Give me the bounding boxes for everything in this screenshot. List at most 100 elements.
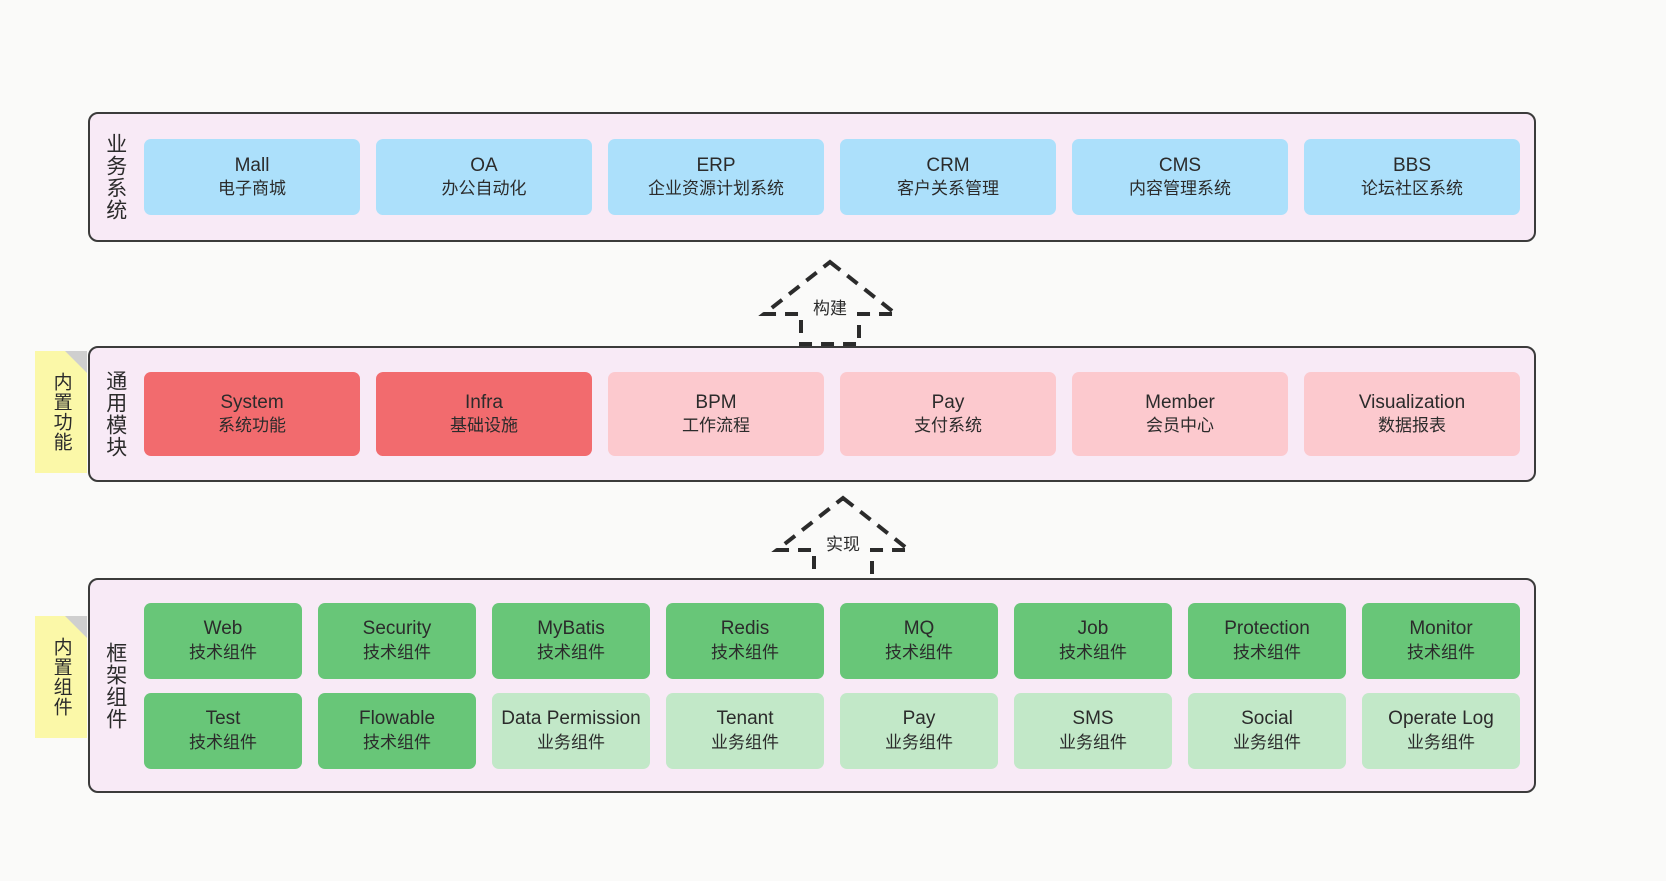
card-social-desc: 业务组件: [1233, 732, 1301, 752]
card-bpm[interactable]: BPM 工作流程: [608, 372, 824, 456]
arrow-build: 构建: [755, 256, 905, 348]
card-test-name: Test: [205, 708, 241, 730]
card-operate-log-desc: 业务组件: [1407, 732, 1475, 752]
card-web-desc: 技术组件: [189, 642, 257, 662]
card-flowable-desc: 技术组件: [363, 732, 431, 752]
card-erp-name: ERP: [696, 154, 736, 176]
card-test[interactable]: Test 技术组件: [144, 692, 302, 769]
card-job-name: Job: [1077, 618, 1109, 640]
layer-business-systems: 业务系统 Mall 电子商城 OA 办公自动化 ERP 企业资源计划系统 CRM…: [88, 112, 1536, 242]
card-operate-log-name: Operate Log: [1388, 708, 1494, 730]
card-oa-name: OA: [470, 154, 498, 176]
card-infra-desc: 基础设施: [450, 416, 518, 436]
card-bbs-desc: 论坛社区系统: [1361, 179, 1463, 199]
card-visualization[interactable]: Visualization 数据报表: [1304, 372, 1520, 456]
card-redis[interactable]: Redis 技术组件: [666, 602, 824, 679]
layer-framework-components: 框架组件 Web 技术组件 Security 技术组件 MyBatis 技术组件…: [88, 578, 1536, 793]
card-protection-desc: 技术组件: [1233, 642, 1301, 662]
card-security-desc: 技术组件: [363, 642, 431, 662]
card-web-name: Web: [203, 618, 243, 640]
card-cms[interactable]: CMS 内容管理系统: [1072, 139, 1288, 215]
card-job-desc: 技术组件: [1059, 642, 1127, 662]
card-mall[interactable]: Mall 电子商城: [144, 139, 360, 215]
card-mybatis-desc: 技术组件: [537, 642, 605, 662]
card-infra-name: Infra: [464, 391, 504, 413]
card-tenant-name: Tenant: [716, 708, 774, 730]
card-visualization-name: Visualization: [1358, 391, 1466, 413]
sticky-note-builtin-components: 内置组件: [35, 616, 87, 738]
layer-business-systems-title: 业务系统: [103, 133, 127, 221]
card-flowable-name: Flowable: [358, 708, 436, 730]
card-monitor[interactable]: Monitor 技术组件: [1362, 602, 1520, 679]
sticky-fold-corner-icon: [65, 616, 87, 638]
card-redis-name: Redis: [720, 618, 770, 640]
sticky-note-builtin-components-label: 内置组件: [50, 637, 72, 717]
business-systems-row: Mall 电子商城 OA 办公自动化 ERP 企业资源计划系统 CRM 客户关系…: [144, 139, 1520, 215]
card-monitor-desc: 技术组件: [1407, 642, 1475, 662]
card-pay-component[interactable]: Pay 业务组件: [840, 692, 998, 769]
arrow-implement: 实现: [768, 492, 918, 584]
card-infra[interactable]: Infra 基础设施: [376, 372, 592, 456]
layer-framework-components-body: Web 技术组件 Security 技术组件 MyBatis 技术组件 Redi…: [140, 580, 1534, 791]
card-protection[interactable]: Protection 技术组件: [1188, 602, 1346, 679]
layer-common-modules-body: System 系统功能 Infra 基础设施 BPM 工作流程 Pay 支付系统…: [140, 348, 1534, 480]
card-operate-log[interactable]: Operate Log 业务组件: [1362, 692, 1520, 769]
card-test-desc: 技术组件: [189, 732, 257, 752]
card-bpm-name: BPM: [695, 391, 737, 413]
card-mall-desc: 电子商城: [218, 179, 286, 199]
card-security[interactable]: Security 技术组件: [318, 602, 476, 679]
card-bpm-desc: 工作流程: [682, 416, 750, 436]
layer-business-systems-body: Mall 电子商城 OA 办公自动化 ERP 企业资源计划系统 CRM 客户关系…: [140, 114, 1534, 240]
card-mq[interactable]: MQ 技术组件: [840, 602, 998, 679]
card-mybatis[interactable]: MyBatis 技术组件: [492, 602, 650, 679]
card-data-permission-name: Data Permission: [501, 708, 641, 730]
sticky-fold-corner-icon: [65, 351, 87, 373]
layer-common-modules-title: 通用模块: [103, 370, 127, 458]
card-pay-component-desc: 业务组件: [885, 732, 953, 752]
card-crm-desc: 客户关系管理: [897, 179, 999, 199]
card-social[interactable]: Social 业务组件: [1188, 692, 1346, 769]
card-mq-name: MQ: [903, 618, 935, 640]
card-member-desc: 会员中心: [1146, 416, 1214, 436]
layer-framework-components-title: 框架组件: [103, 641, 127, 730]
card-sms-name: SMS: [1072, 708, 1114, 730]
card-pay-component-name: Pay: [902, 708, 936, 730]
card-cms-desc: 内容管理系统: [1129, 179, 1231, 199]
card-tenant[interactable]: Tenant 业务组件: [666, 692, 824, 769]
card-crm[interactable]: CRM 客户关系管理: [840, 139, 1056, 215]
card-sms[interactable]: SMS 业务组件: [1014, 692, 1172, 769]
sticky-note-builtin-features: 内置功能: [35, 351, 87, 473]
card-erp-desc: 企业资源计划系统: [648, 179, 784, 199]
card-crm-name: CRM: [926, 154, 970, 176]
card-monitor-name: Monitor: [1409, 618, 1473, 640]
card-system-name: System: [220, 391, 284, 413]
card-flowable[interactable]: Flowable 技术组件: [318, 692, 476, 769]
card-cms-name: CMS: [1158, 154, 1202, 176]
card-system[interactable]: System 系统功能: [144, 372, 360, 456]
card-tenant-desc: 业务组件: [711, 732, 779, 752]
common-modules-row: System 系统功能 Infra 基础设施 BPM 工作流程 Pay 支付系统…: [144, 372, 1520, 456]
card-job[interactable]: Job 技术组件: [1014, 602, 1172, 679]
card-bbs-name: BBS: [1392, 154, 1432, 176]
card-visualization-desc: 数据报表: [1378, 416, 1446, 436]
card-erp[interactable]: ERP 企业资源计划系统: [608, 139, 824, 215]
card-mybatis-name: MyBatis: [537, 618, 605, 640]
card-web[interactable]: Web 技术组件: [144, 602, 302, 679]
card-mall-name: Mall: [234, 154, 270, 176]
card-data-permission-desc: 业务组件: [537, 732, 605, 752]
card-bbs[interactable]: BBS 论坛社区系统: [1304, 139, 1520, 215]
card-pay-module-desc: 支付系统: [914, 416, 982, 436]
framework-components-row-1: Web 技术组件 Security 技术组件 MyBatis 技术组件 Redi…: [144, 602, 1520, 679]
card-sms-desc: 业务组件: [1059, 732, 1127, 752]
sticky-note-builtin-features-label: 内置功能: [50, 372, 72, 452]
card-member[interactable]: Member 会员中心: [1072, 372, 1288, 456]
card-oa[interactable]: OA 办公自动化: [376, 139, 592, 215]
card-mq-desc: 技术组件: [885, 642, 953, 662]
card-pay-module[interactable]: Pay 支付系统: [840, 372, 1056, 456]
card-protection-name: Protection: [1224, 618, 1310, 640]
card-system-desc: 系统功能: [218, 416, 286, 436]
card-redis-desc: 技术组件: [711, 642, 779, 662]
card-data-permission[interactable]: Data Permission 业务组件: [492, 692, 650, 769]
card-pay-module-name: Pay: [931, 391, 965, 413]
